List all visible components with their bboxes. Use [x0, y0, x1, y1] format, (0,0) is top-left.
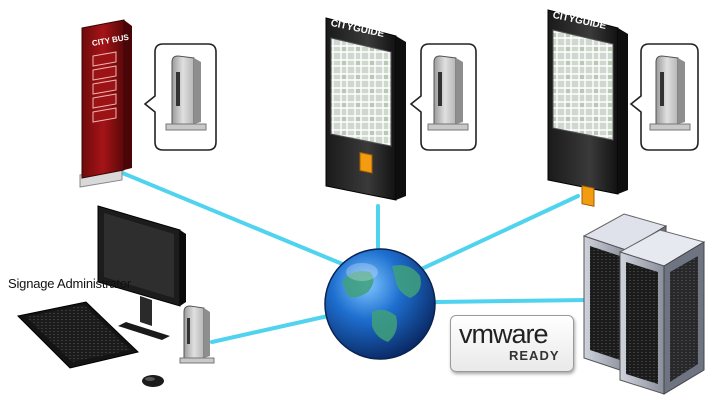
keyboard-icon	[16, 301, 140, 369]
guide2-thin-client-callout	[629, 43, 699, 151]
server-rack-icon	[618, 229, 706, 395]
thin-client-icon	[179, 305, 215, 364]
city-bus-kiosk: CITY BUS	[79, 19, 132, 188]
vmware-brand: vmware	[459, 319, 549, 349]
link-bus-kiosk	[118, 170, 354, 270]
thin-client-icon	[427, 55, 469, 131]
thin-client-icon	[649, 55, 691, 131]
admin-workstation	[16, 205, 215, 387]
link-servers	[434, 298, 590, 304]
guide1-thin-client-callout	[409, 43, 477, 151]
vmware-ready-badge: vmware READY	[450, 315, 574, 372]
link-cityguide-2	[413, 194, 580, 274]
mouse-icon	[142, 375, 164, 387]
globe-icon	[324, 248, 436, 360]
link-admin	[210, 314, 330, 344]
cityguide-kiosk-1: CITYGUIDE	[325, 17, 406, 201]
bus-thin-client-callout	[143, 43, 217, 151]
vmware-ready-text: READY	[509, 348, 560, 363]
thin-client-icon	[165, 55, 207, 131]
cityguide-kiosk-2: CITYGUIDE	[547, 9, 628, 207]
signage-administrator-label: Signage Administrator	[8, 276, 131, 291]
monitor-icon	[97, 205, 186, 340]
network-links	[118, 170, 590, 344]
